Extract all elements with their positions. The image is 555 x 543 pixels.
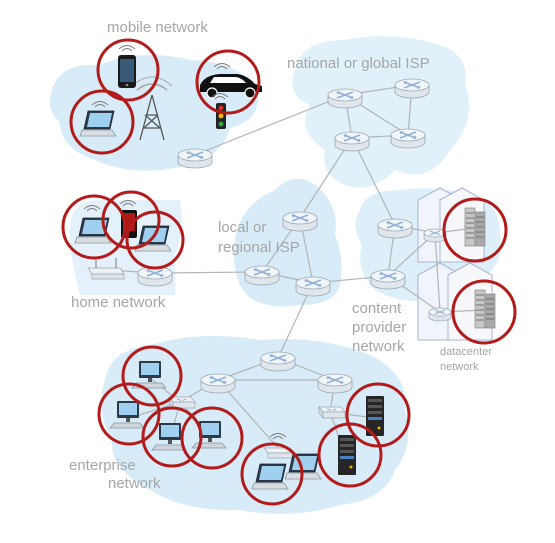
highlight-ring: [195, 49, 261, 115]
router-icon: [317, 373, 353, 394]
router-icon: [177, 148, 213, 169]
highlight-ring: [125, 210, 185, 270]
highlight-ring: [97, 382, 161, 446]
highlight-ring: [69, 89, 135, 155]
server-rack-icon: [464, 207, 486, 247]
highlight-ring: [451, 279, 517, 345]
switch-icon: [168, 396, 196, 409]
router-icon: [334, 131, 370, 152]
enterprise-network-label-line1: enterprise: [69, 457, 136, 474]
national-isp-label: national or global ISP: [287, 55, 430, 72]
highlight-ring: [240, 442, 304, 506]
highlight-ring: [61, 194, 127, 260]
router-icon: [137, 266, 173, 287]
router-icon: [200, 373, 236, 394]
highlight-ring: [317, 422, 383, 488]
smartphone-icon: [118, 55, 136, 88]
switch-icon: [318, 406, 346, 419]
local-isp-label-line2: regional ISP: [218, 239, 300, 256]
router-icon: [428, 307, 452, 322]
local-isp-label-line1: local or: [218, 219, 266, 236]
router-icon: [327, 88, 363, 109]
home-network-label: home network: [71, 294, 166, 311]
wifi-signal-icon: [118, 45, 136, 52]
traffic-light-icon: [216, 103, 226, 129]
national-isp-cloud: [292, 36, 470, 188]
router-icon: [244, 265, 280, 286]
highlight-ring: [180, 406, 244, 470]
server-icon: [338, 435, 356, 475]
highlight-ring: [101, 190, 161, 250]
enterprise-network-label-line2: network: [108, 475, 161, 492]
router-icon: [377, 218, 413, 239]
router-icon: [295, 276, 331, 297]
wifi-access-point-icon: [87, 258, 125, 280]
content-provider-label-line3: network: [352, 338, 405, 355]
router-icon: [282, 211, 318, 232]
router-icon: [370, 269, 406, 290]
datacenter-building-upper: [417, 187, 485, 263]
highlight-ring: [121, 345, 183, 407]
highlight-ring: [442, 197, 508, 263]
highlight-ring: [141, 406, 203, 468]
router-icon: [394, 78, 430, 99]
cell-tower-icon: [131, 76, 173, 141]
mobile-network-label: mobile network: [107, 19, 208, 36]
highlight-rings: [61, 38, 517, 506]
content-provider-label-line2: provider: [352, 319, 406, 336]
datacenter-label-line2: network: [440, 361, 479, 373]
router-icon: [390, 128, 426, 149]
car-icon: [200, 74, 262, 99]
server-rack-icon: [474, 289, 496, 329]
datacenter-label-line1: datacenter: [440, 346, 492, 358]
content-provider-label-line1: content: [352, 300, 402, 317]
highlight-ring: [345, 382, 411, 448]
highlight-ring: [96, 38, 160, 102]
router-icon: [260, 351, 296, 372]
